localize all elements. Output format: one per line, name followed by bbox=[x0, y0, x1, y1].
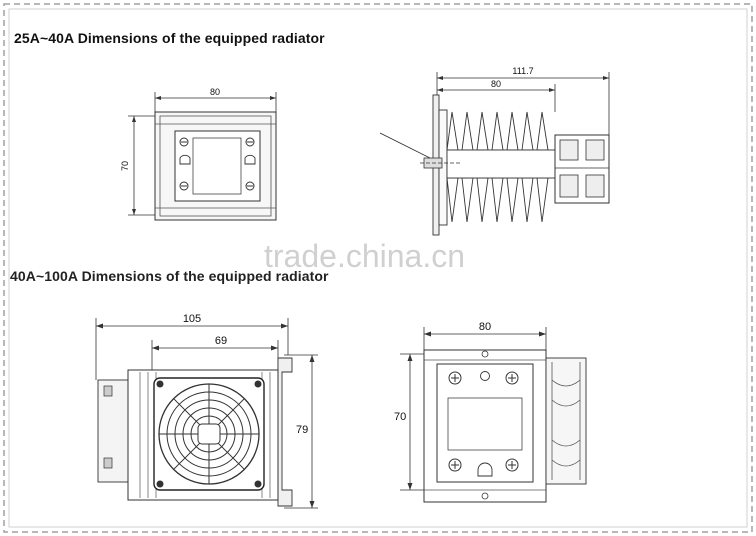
dim-fin-label: 80 bbox=[491, 79, 501, 89]
section-title-40-100: 40A~100A Dimensions of the equipped radi… bbox=[10, 268, 329, 284]
dim-height-label-70: 70 bbox=[394, 411, 406, 423]
dim-width-label: 80 bbox=[210, 87, 220, 97]
dim-overall-label: 111.7 bbox=[512, 66, 533, 76]
dim-inner-label-69: 69 bbox=[215, 335, 227, 347]
dim-width-label-80: 80 bbox=[479, 321, 491, 333]
watermark-text: trade.china.cn bbox=[264, 238, 466, 274]
dim-overall-label-105: 105 bbox=[183, 313, 201, 325]
dim-height-label: 70 bbox=[120, 161, 130, 171]
dim-height-label-79: 79 bbox=[296, 424, 308, 436]
section-title-25-40: 25A~40A Dimensions of the equipped radia… bbox=[14, 30, 325, 46]
